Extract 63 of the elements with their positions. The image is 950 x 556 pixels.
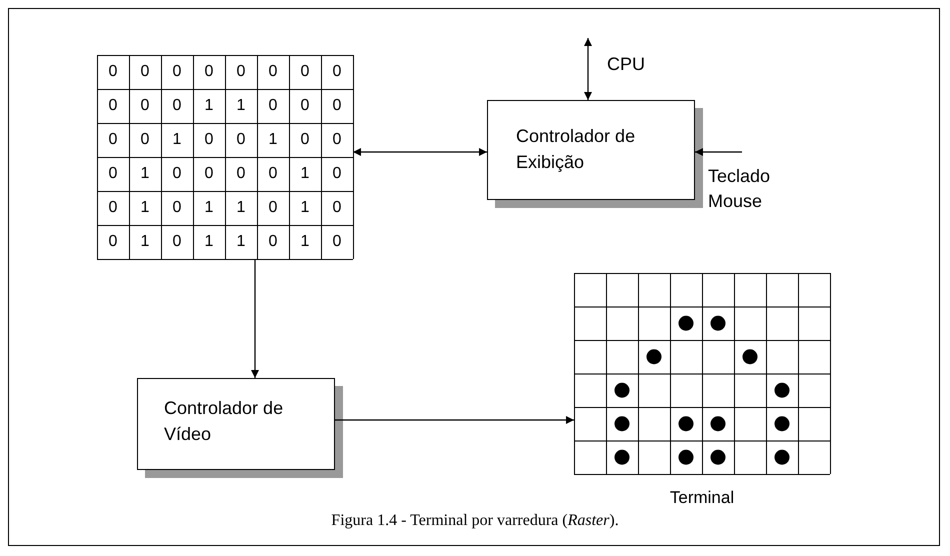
cpu-label: CPU <box>607 53 646 76</box>
arrow <box>335 416 574 424</box>
bit-value: 1 <box>236 96 246 116</box>
bit-value: 0 <box>140 130 150 150</box>
bit-value: 0 <box>172 62 182 82</box>
bit-value: 0 <box>332 96 342 116</box>
bit-value: 0 <box>108 232 118 252</box>
bit-value: 0 <box>300 96 310 116</box>
bit-value: 1 <box>236 198 246 218</box>
bit-value: 1 <box>204 198 214 218</box>
bit-value: 0 <box>108 96 118 116</box>
bit-value: 0 <box>108 62 118 82</box>
bit-value: 0 <box>236 130 246 150</box>
bit-value: 0 <box>172 96 182 116</box>
pixel-grid <box>574 273 830 474</box>
bit-value: 0 <box>332 130 342 150</box>
process-box <box>487 100 695 200</box>
bit-value: 1 <box>140 198 150 218</box>
grid-caption: Terminal <box>668 488 736 508</box>
bit-value: 1 <box>204 232 214 252</box>
bit-value: 1 <box>140 164 150 184</box>
bit-value: 0 <box>300 130 310 150</box>
bit-value: 1 <box>300 164 310 184</box>
bit-value: 0 <box>268 164 278 184</box>
bit-value: 0 <box>140 62 150 82</box>
bit-value: 0 <box>140 96 150 116</box>
bit-value: 1 <box>300 232 310 252</box>
figure-caption: Figura 1.4 - Terminal por varredura (Raster). <box>330 512 620 530</box>
bit-value: 0 <box>108 198 118 218</box>
box-label: Controlador de Vídeo <box>164 397 284 446</box>
bit-value: 1 <box>236 232 246 252</box>
process-box <box>137 378 335 470</box>
input-devices-label: Teclado Mouse <box>708 165 772 213</box>
bit-value: 0 <box>268 232 278 252</box>
bit-value: 0 <box>108 164 118 184</box>
bit-value: 0 <box>300 62 310 82</box>
bit-value: 0 <box>172 164 182 184</box>
bit-value: 1 <box>172 130 182 150</box>
bit-value: 1 <box>204 96 214 116</box>
bit-value: 0 <box>204 164 214 184</box>
arrow <box>251 259 259 378</box>
bit-value: 0 <box>332 62 342 82</box>
bit-value: 0 <box>332 164 342 184</box>
bit-grid <box>97 55 353 259</box>
bit-value: 0 <box>236 62 246 82</box>
bit-value: 0 <box>268 198 278 218</box>
double-arrow <box>584 38 592 100</box>
arrow <box>353 148 487 156</box>
bit-value: 0 <box>268 96 278 116</box>
bit-value: 0 <box>332 198 342 218</box>
bit-value: 1 <box>300 198 310 218</box>
arrow <box>695 148 742 156</box>
bit-value: 1 <box>140 232 150 252</box>
bit-value: 1 <box>268 130 278 150</box>
bit-value: 0 <box>204 130 214 150</box>
bit-value: 0 <box>172 198 182 218</box>
bit-value: 0 <box>204 62 214 82</box>
box-label: Controlador de Exibição <box>516 125 636 174</box>
bit-value: 0 <box>268 62 278 82</box>
bit-value: 0 <box>172 232 182 252</box>
bit-value: 0 <box>236 164 246 184</box>
bit-value: 0 <box>108 130 118 150</box>
bit-value: 0 <box>332 232 342 252</box>
